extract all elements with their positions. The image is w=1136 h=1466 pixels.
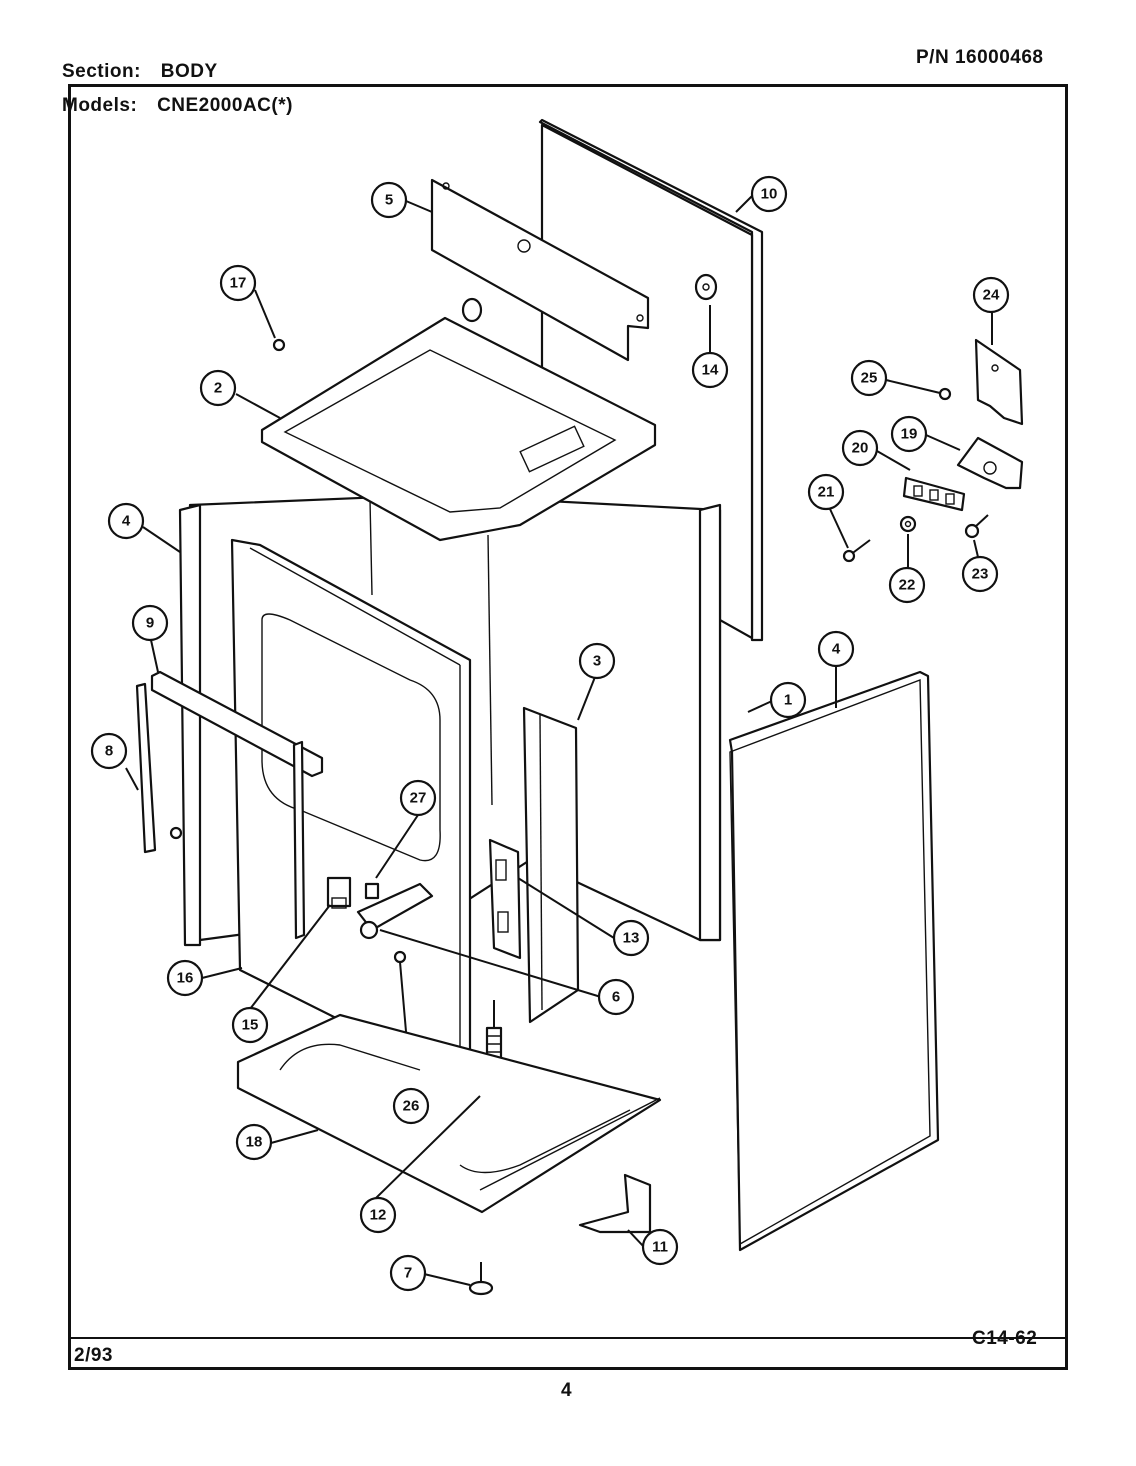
svg-text:5: 5 [385, 192, 393, 209]
svg-text:16: 16 [177, 970, 194, 987]
callout-15: 15 [231, 1006, 269, 1044]
top-panel-part-2 [260, 297, 657, 542]
callout-4-right: 4 [817, 630, 855, 668]
svg-text:13: 13 [623, 930, 640, 947]
callout-12: 12 [359, 1196, 397, 1234]
svg-text:24: 24 [983, 287, 1000, 304]
bottom-pan-part-18 [236, 1013, 662, 1214]
svg-text:11: 11 [652, 1239, 668, 1256]
svg-text:15: 15 [242, 1017, 259, 1034]
callout-8: 8 [90, 732, 128, 770]
callout-7: 7 [389, 1254, 427, 1292]
svg-text:12: 12 [370, 1207, 387, 1224]
callout-17: 17 [219, 264, 257, 302]
element-part-6 [356, 882, 434, 940]
svg-text:21: 21 [818, 484, 835, 501]
side-channel-part-3 [522, 706, 580, 1024]
footer-divider [68, 1337, 1068, 1339]
callout-22: 22 [888, 566, 926, 604]
page-number: 4 [561, 1380, 573, 1401]
callout-6: 6 [597, 978, 635, 1016]
models-label: Models: [62, 95, 138, 116]
callout-26: 26 [392, 1087, 430, 1125]
callout-3: 3 [578, 642, 616, 680]
fitting-part-14 [694, 273, 718, 301]
svg-text:6: 6 [612, 989, 620, 1006]
screw-part-17 [272, 338, 286, 352]
svg-text:22: 22 [899, 577, 916, 594]
trim-strip-part-8 [135, 682, 157, 854]
top-bracket-part-5 [430, 178, 650, 362]
terminal-block-part-20 [902, 476, 966, 512]
screw-part-23 [964, 514, 989, 539]
switch-part-15 [326, 876, 352, 909]
vertical-strip [292, 740, 306, 940]
bracket-part-19 [956, 436, 1024, 490]
svg-text:20: 20 [852, 440, 869, 457]
nut-part-22 [899, 515, 917, 533]
svg-text:23: 23 [972, 566, 989, 583]
callout-19: 19 [890, 415, 928, 453]
callout-25: 25 [850, 359, 888, 397]
screw-part-25 [938, 387, 952, 401]
callout-1: 1 [769, 681, 807, 719]
callout-11: 11 [641, 1228, 679, 1266]
part-number: P/N 16000468 [916, 47, 1044, 68]
side-panel-part-4-right [728, 670, 940, 1252]
callout-16: 16 [166, 959, 204, 997]
callout-2: 2 [199, 369, 237, 407]
clip-part-27 [364, 882, 380, 900]
svg-text:19: 19 [901, 426, 918, 443]
callout-9: 9 [131, 604, 169, 642]
callout-21: 21 [807, 473, 845, 511]
callout-20: 20 [841, 429, 879, 467]
svg-text:4: 4 [832, 641, 841, 658]
leader-lines [125, 195, 993, 1286]
section-value: BODY [160, 61, 218, 82]
trim-strip-part-9 [150, 670, 324, 778]
callout-27: 27 [399, 779, 437, 817]
svg-text:9: 9 [146, 615, 154, 632]
screw-left [169, 826, 183, 840]
svg-text:7: 7 [404, 1265, 412, 1282]
section-label: Section: [62, 61, 141, 82]
footer-date: 2/93 [74, 1345, 113, 1366]
svg-text:26: 26 [403, 1098, 420, 1115]
hinge-part-13 [488, 838, 522, 960]
svg-text:18: 18 [246, 1134, 263, 1151]
callout-24: 24 [972, 276, 1010, 314]
diagram-frame [68, 84, 1068, 1370]
callout-10: 10 [750, 175, 788, 213]
callout-13: 13 [612, 919, 650, 957]
leveling-leg-part-7 [468, 1262, 494, 1296]
svg-text:27: 27 [410, 790, 427, 807]
callout-23: 23 [961, 555, 999, 593]
bracket-part-11 [578, 1173, 652, 1234]
svg-text:10: 10 [761, 186, 778, 203]
svg-text:17: 17 [230, 275, 247, 292]
models-value: CNE2000AC(*) [157, 95, 293, 116]
svg-text:25: 25 [861, 370, 878, 387]
svg-text:2: 2 [214, 380, 222, 397]
svg-text:14: 14 [702, 362, 719, 379]
callout-5: 5 [370, 181, 408, 219]
callout-14: 14 [691, 351, 729, 389]
svg-text:4: 4 [122, 513, 131, 530]
svg-text:8: 8 [105, 743, 113, 760]
screw-part-21 [842, 539, 871, 563]
svg-text:1: 1 [784, 692, 792, 709]
callout-4-left: 4 [107, 502, 145, 540]
callout-18: 18 [235, 1123, 273, 1161]
cover-part-24 [974, 338, 1024, 426]
svg-text:3: 3 [593, 653, 601, 670]
footer-code: C14-62 [972, 1328, 1038, 1349]
